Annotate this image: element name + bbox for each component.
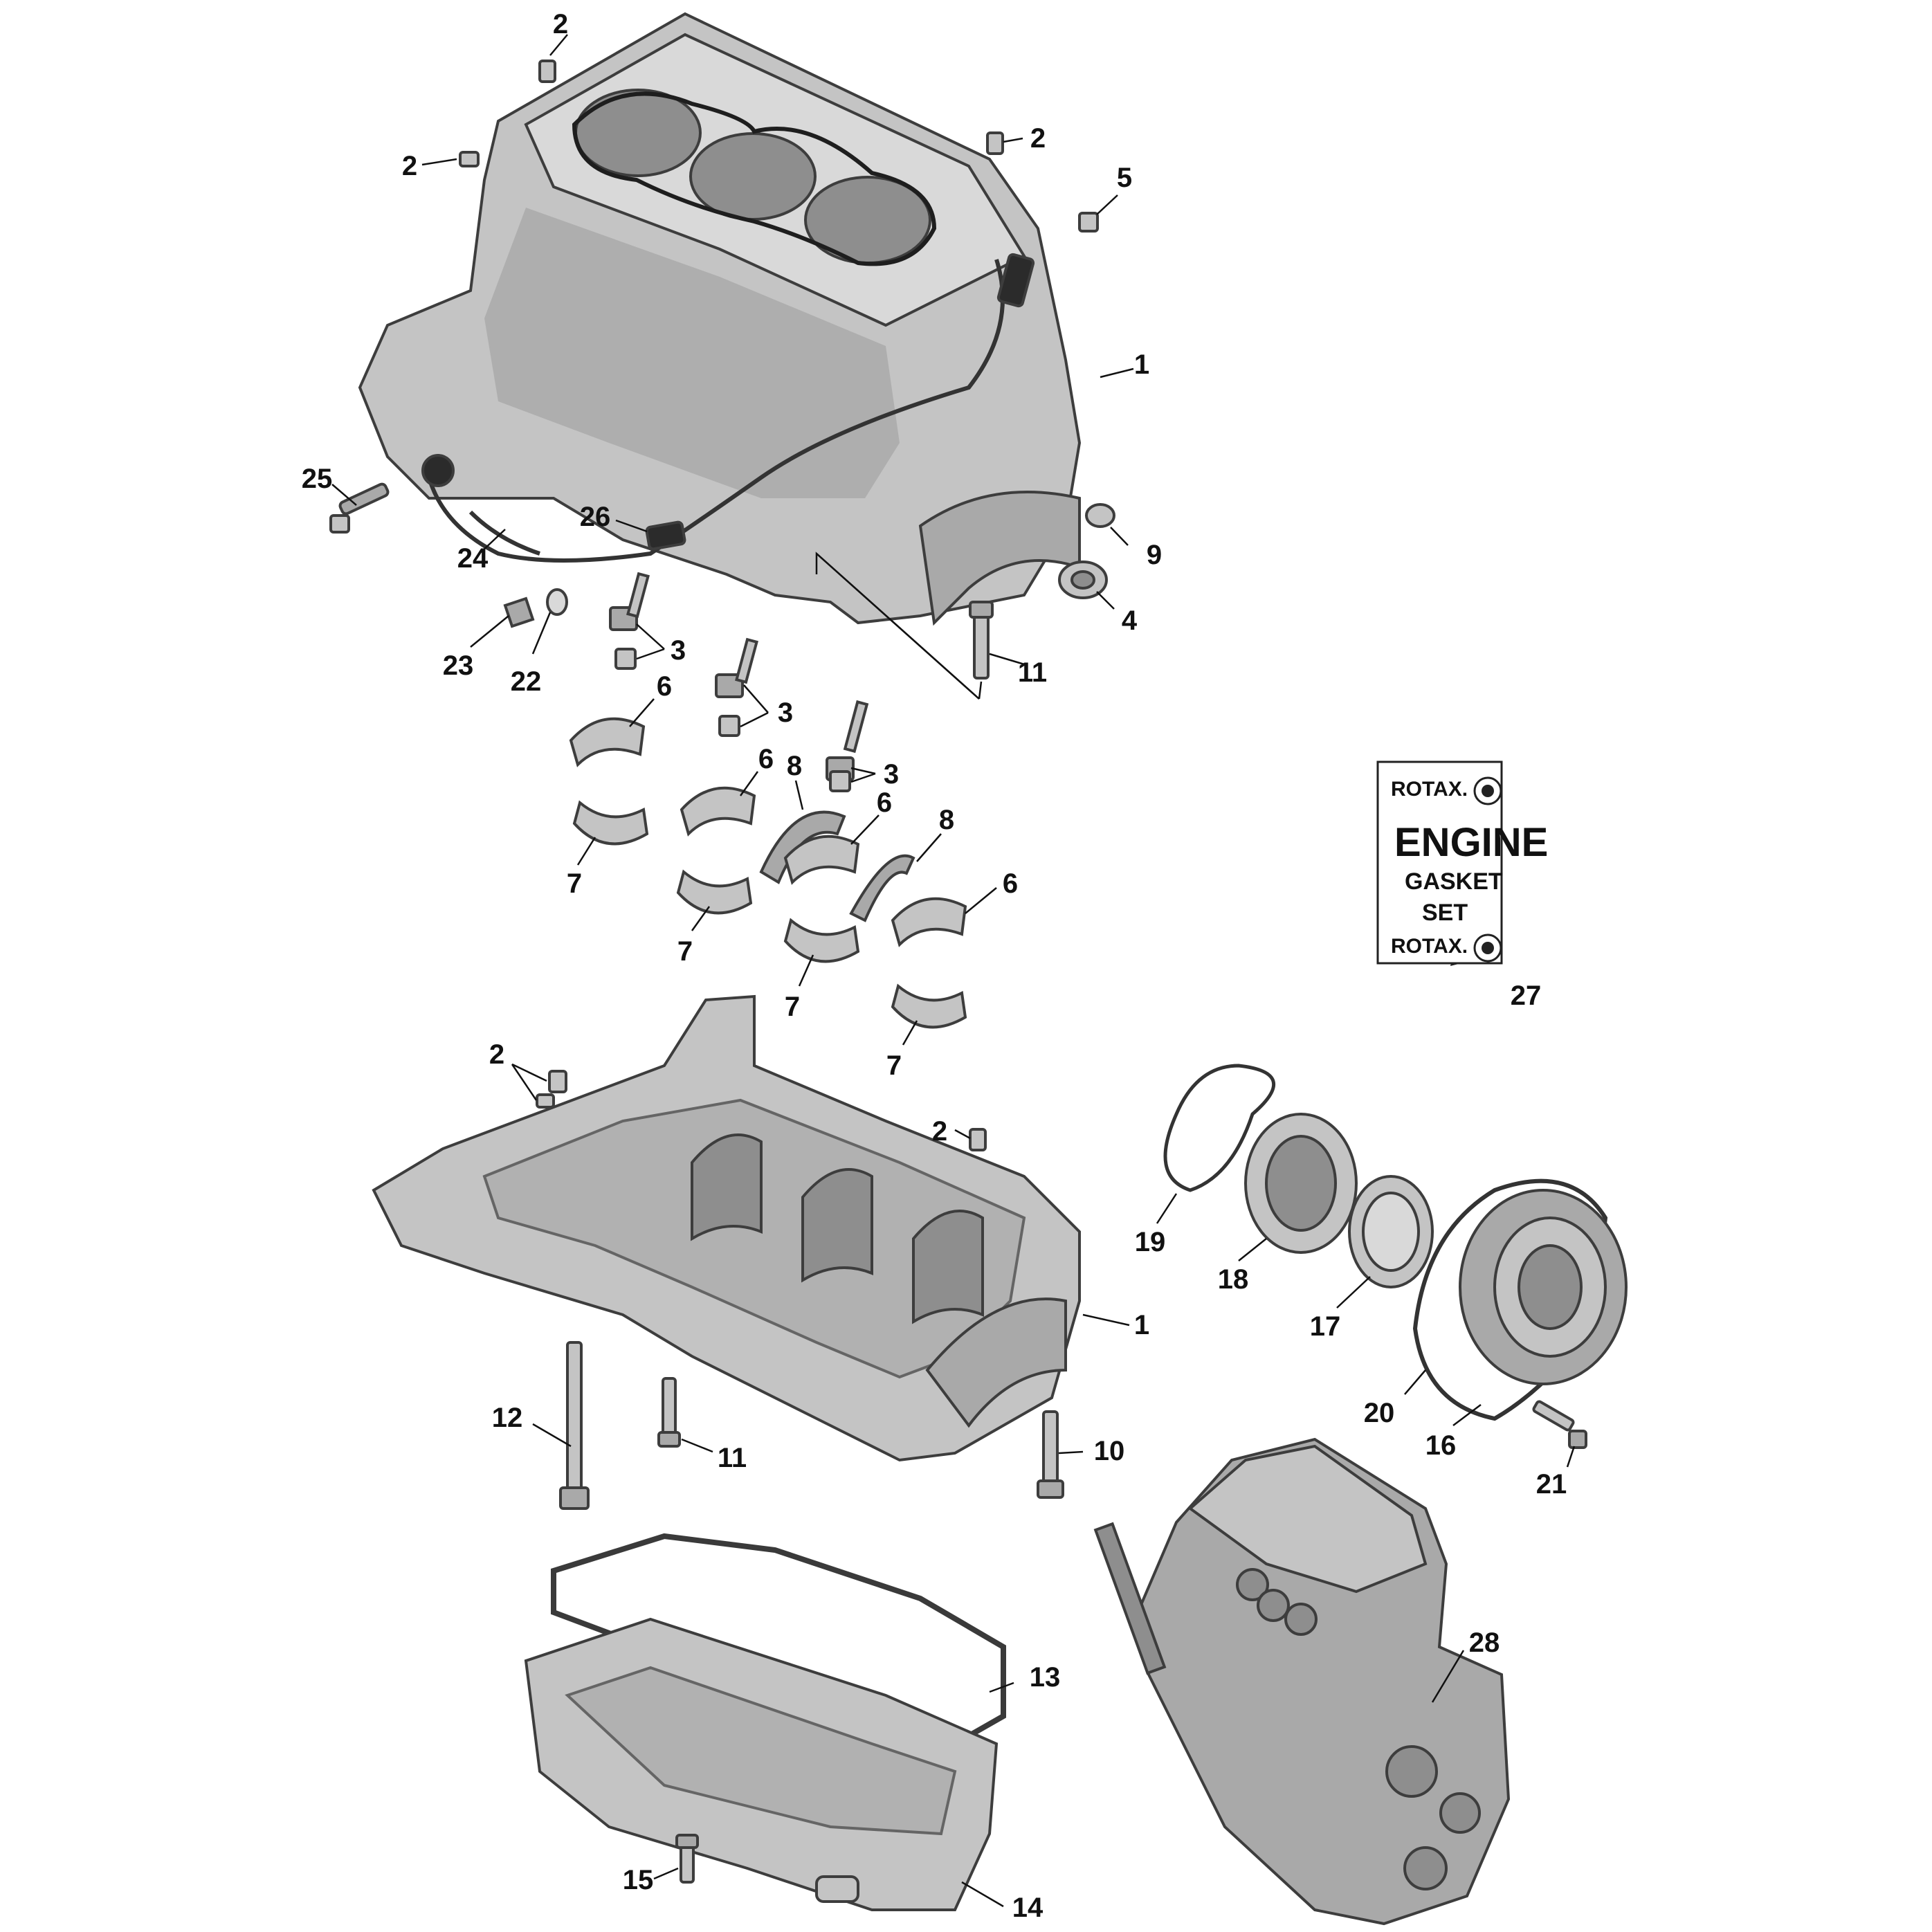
brp-logo-icon <box>1473 933 1502 963</box>
callout-23: 23 <box>443 650 474 681</box>
knock-sensor <box>329 454 455 534</box>
cylinder-bores <box>572 89 937 266</box>
callout-15: 15 <box>623 1865 654 1895</box>
callout-28: 28 <box>1469 1628 1500 1658</box>
callout-3: 3 <box>884 759 899 790</box>
callout-22: 22 <box>511 666 542 697</box>
callout-7: 7 <box>677 936 693 967</box>
callout-1: 1 <box>1134 349 1149 380</box>
screw-and-washer <box>503 588 568 628</box>
callout-11: 11 <box>1018 657 1047 688</box>
callout-25: 25 <box>302 464 333 494</box>
long-bolts <box>559 1341 1064 1510</box>
bearing-shells <box>569 717 967 1029</box>
lower-crankcase <box>372 994 1081 1462</box>
card-title: ENGINE <box>1394 820 1548 865</box>
callout-5: 5 <box>1117 163 1132 193</box>
callout-2: 2 <box>402 151 417 181</box>
engine-gasket-set-card: ROTAX. ENGINE GASKET SET ROTAX. <box>1376 760 1548 967</box>
leader-lines <box>331 34 1576 1908</box>
callout-4: 4 <box>1122 605 1138 636</box>
dowel-pins-lower <box>536 1070 987 1151</box>
callout-26: 26 <box>580 502 611 532</box>
oil-pan-and-gasket <box>524 1533 1006 1911</box>
callout-3: 3 <box>671 635 686 666</box>
callout-12: 12 <box>492 1403 523 1433</box>
callout-labels: 2 2 2 5 1 25 26 24 9 4 23 22 3 11 6 3 6 … <box>302 9 1567 1923</box>
callout-3: 3 <box>778 698 793 728</box>
card-subtitle-line2: SET <box>1422 900 1468 926</box>
bushings-9-4 <box>1058 503 1115 599</box>
callout-2: 2 <box>1030 123 1046 154</box>
card-brand-bottom: ROTAX. <box>1391 935 1468 958</box>
callout-2: 2 <box>932 1116 947 1147</box>
callout-18: 18 <box>1218 1264 1249 1295</box>
bolt-21 <box>1532 1400 1587 1449</box>
callout-2: 2 <box>489 1039 504 1070</box>
callout-19: 19 <box>1135 1227 1166 1257</box>
callout-1: 1 <box>1134 1310 1149 1340</box>
oil-jets <box>609 572 869 792</box>
callout-13: 13 <box>1030 1662 1061 1693</box>
crankshaft-seal-group <box>1163 1064 1628 1421</box>
callout-27: 27 <box>1511 981 1542 1011</box>
callout-6: 6 <box>1003 868 1018 899</box>
callout-24: 24 <box>457 543 489 574</box>
callout-7: 7 <box>886 1050 902 1081</box>
callout-7: 7 <box>567 868 582 899</box>
callout-14: 14 <box>1012 1893 1044 1923</box>
callout-11: 11 <box>718 1443 747 1473</box>
callout-9: 9 <box>1147 540 1162 570</box>
sensor-connector <box>996 212 1099 308</box>
callout-20: 20 <box>1364 1398 1395 1428</box>
callout-16: 16 <box>1425 1430 1457 1461</box>
callout-2: 2 <box>553 9 568 39</box>
complete-engine <box>1093 1437 1511 1926</box>
callout-8: 8 <box>787 751 802 781</box>
callout-17: 17 <box>1310 1311 1341 1342</box>
card-brand-top: ROTAX. <box>1391 778 1468 801</box>
upper-crankcase <box>358 12 1082 626</box>
callout-8: 8 <box>939 805 954 835</box>
callout-10: 10 <box>1094 1436 1125 1466</box>
dowel-pins-upper <box>459 60 1004 167</box>
callout-21: 21 <box>1536 1469 1567 1500</box>
callout-6: 6 <box>657 671 672 702</box>
callout-6: 6 <box>877 787 892 818</box>
callout-6: 6 <box>758 744 774 774</box>
card-subtitle-line1: GASKET <box>1405 868 1503 895</box>
bolt-11-upper <box>969 601 994 680</box>
callout-7: 7 <box>785 992 800 1022</box>
brp-logo-icon <box>1473 776 1502 805</box>
sensor-26 <box>645 520 686 551</box>
